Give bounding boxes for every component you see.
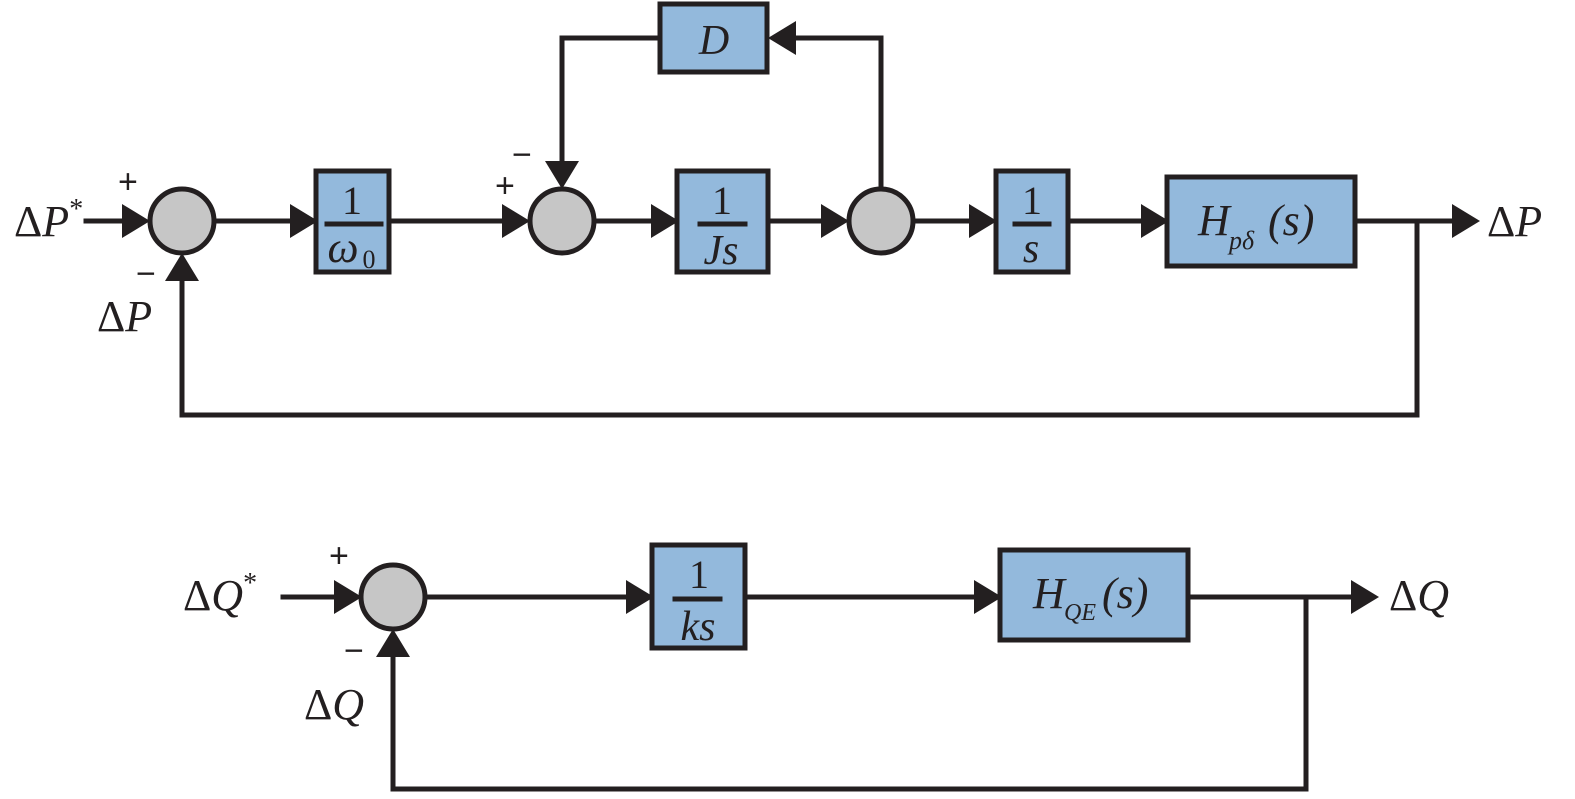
numerator: 1 bbox=[1022, 178, 1042, 223]
arrowhead-output-p bbox=[1452, 204, 1480, 238]
label-feedback-p: ΔP bbox=[97, 292, 152, 341]
summing-junction-2 bbox=[527, 186, 597, 256]
block-label: D bbox=[698, 18, 729, 64]
label-output-p: ΔP bbox=[1487, 197, 1542, 246]
arrowhead-sum2 bbox=[502, 204, 530, 238]
denominator-subscript: 0 bbox=[363, 245, 376, 274]
block-subscript: pδ bbox=[1227, 226, 1255, 255]
variable: Q bbox=[211, 571, 243, 620]
wire-feedback-q bbox=[390, 594, 1309, 792]
sign-plus-sum4: + bbox=[329, 537, 349, 575]
block-inv-js: 1 Js bbox=[674, 168, 771, 275]
arrowhead-d-feedback bbox=[545, 161, 579, 189]
sign-plus-sum1: + bbox=[118, 163, 138, 201]
arrowhead-omega bbox=[290, 204, 318, 238]
block-h-p-delta: H pδ (s) bbox=[1164, 174, 1358, 269]
summing-junction-1 bbox=[147, 186, 217, 256]
label-output-q: ΔQ bbox=[1389, 571, 1449, 620]
sign-minus-sum1: − bbox=[136, 255, 156, 293]
arrowhead-feedback-p bbox=[165, 253, 199, 281]
delta-symbol: Δ bbox=[1389, 571, 1417, 620]
delta-symbol: Δ bbox=[97, 292, 125, 341]
block-damping: D bbox=[657, 1, 770, 75]
variable: Q bbox=[1417, 571, 1449, 620]
summing-junction-4 bbox=[358, 562, 428, 632]
wire-feedback-p bbox=[179, 218, 1420, 418]
arrowhead-ks bbox=[626, 580, 654, 614]
delta-symbol: Δ bbox=[304, 680, 332, 729]
variable: P bbox=[124, 292, 152, 341]
sign-minus-sum4: − bbox=[344, 632, 364, 670]
block-subscript: QE bbox=[1064, 600, 1096, 626]
denominator: ks bbox=[681, 604, 716, 650]
arrowhead-hqe bbox=[974, 580, 1002, 614]
reactive-power-loop: + − 1 ks H QE (s) ΔQ* ΔQ ΔQ bbox=[183, 537, 1449, 792]
arrowhead-js bbox=[651, 204, 679, 238]
superscript: * bbox=[243, 568, 257, 599]
superscript: * bbox=[69, 194, 83, 225]
block-argument: (s) bbox=[1102, 569, 1148, 618]
arrowhead-sum3 bbox=[821, 204, 849, 238]
block-inv-omega0: 1 ω 0 bbox=[313, 168, 392, 275]
arrowhead-d bbox=[768, 21, 796, 55]
denominator: Js bbox=[704, 228, 739, 274]
wire-d-to-sum2 bbox=[559, 35, 663, 173]
arrowhead-hp bbox=[1141, 204, 1169, 238]
denominator: s bbox=[1023, 226, 1039, 272]
block-integrator: 1 s bbox=[993, 168, 1071, 275]
summing-junction-3 bbox=[846, 186, 916, 256]
sign-minus-sum2: − bbox=[512, 136, 532, 174]
delta-symbol: Δ bbox=[14, 197, 42, 246]
arrowhead-output-q bbox=[1351, 580, 1379, 614]
label-input-q: ΔQ* bbox=[183, 568, 257, 620]
arrowhead-input-p bbox=[122, 204, 150, 238]
label-input-p: ΔP* bbox=[14, 194, 83, 246]
delta-symbol: Δ bbox=[183, 571, 211, 620]
numerator: 1 bbox=[689, 552, 709, 597]
active-power-loop: + − + − 1 ω 0 1 Js D 1 s bbox=[14, 1, 1542, 418]
delta-symbol: Δ bbox=[1487, 197, 1515, 246]
arrowhead-integrator bbox=[969, 204, 997, 238]
block-base: H bbox=[1197, 196, 1232, 245]
numerator: 1 bbox=[712, 178, 732, 223]
block-argument: (s) bbox=[1268, 196, 1314, 245]
label-feedback-q: ΔQ bbox=[304, 680, 364, 729]
block-base: H bbox=[1032, 569, 1067, 618]
numerator: 1 bbox=[342, 178, 362, 223]
arrowhead-input-q bbox=[334, 580, 362, 614]
denominator: ω bbox=[327, 223, 358, 272]
variable: P bbox=[41, 197, 69, 246]
block-inv-ks: 1 ks bbox=[649, 542, 748, 651]
wire-sum3-to-d bbox=[783, 35, 884, 192]
variable: P bbox=[1514, 197, 1542, 246]
sign-plus-sum2: + bbox=[495, 167, 515, 205]
arrowhead-feedback-q bbox=[376, 629, 410, 657]
block-h-qe: H QE (s) bbox=[997, 547, 1191, 643]
variable: Q bbox=[332, 680, 364, 729]
